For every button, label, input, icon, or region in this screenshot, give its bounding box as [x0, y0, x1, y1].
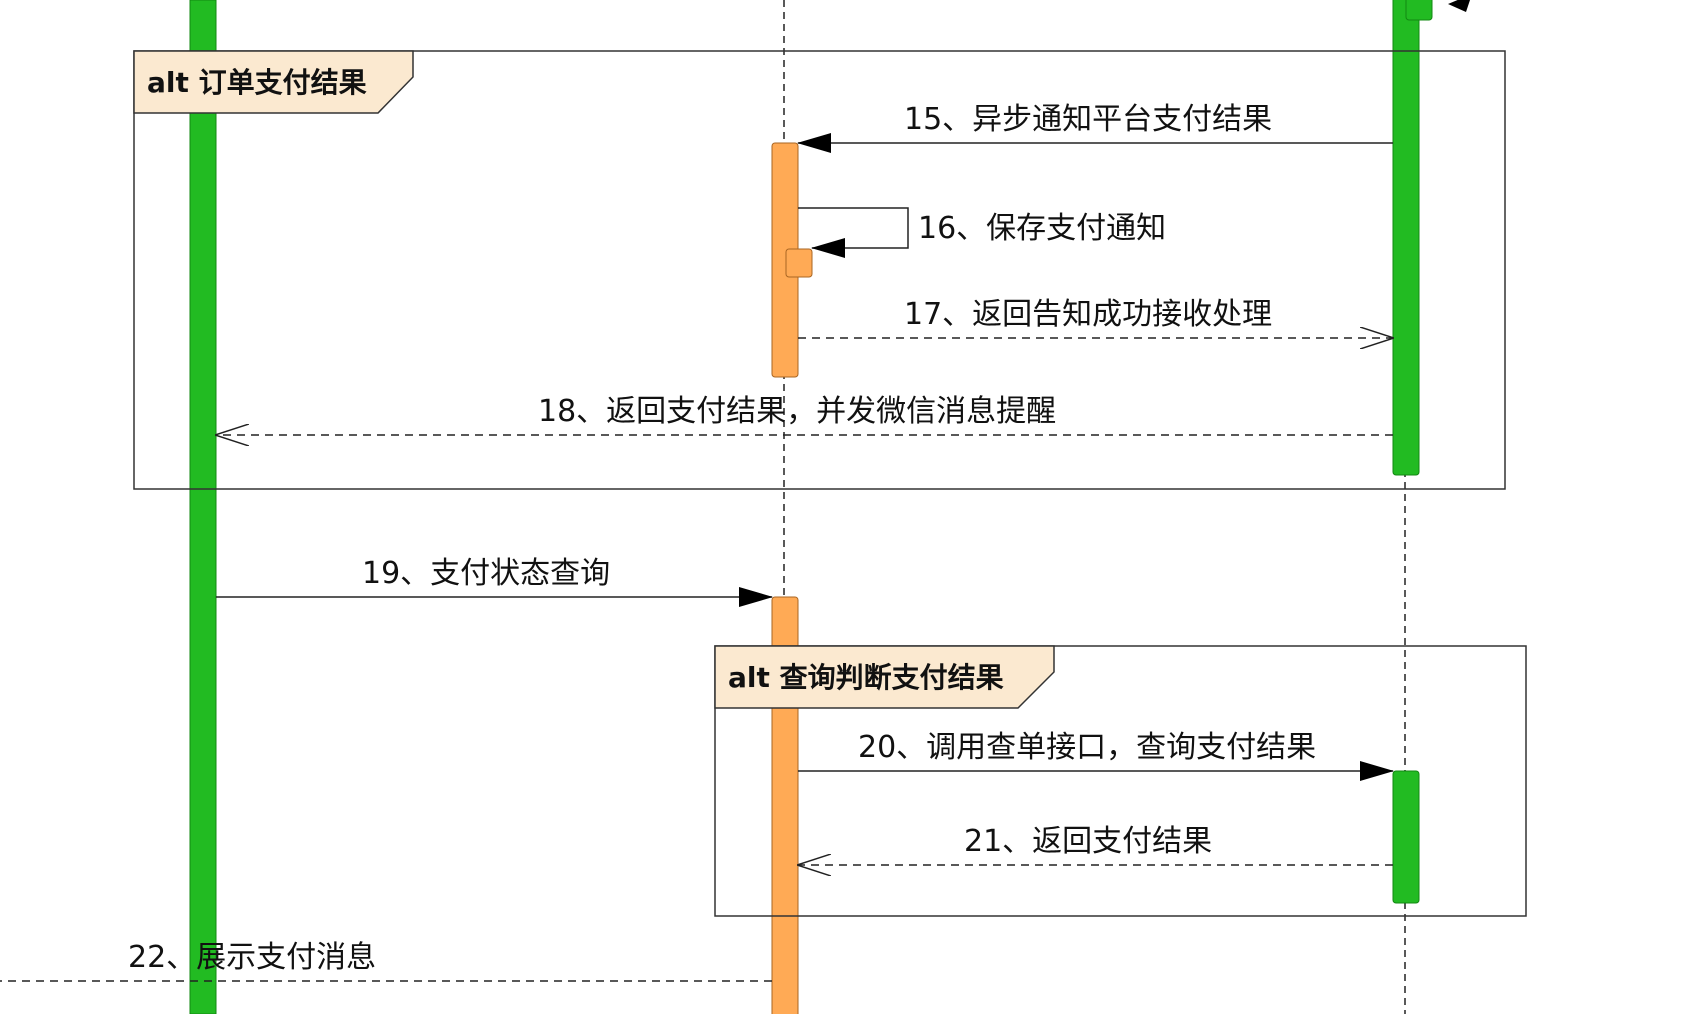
- message-arrowhead-offscreen: [1448, 0, 1470, 12]
- fragment-alt-tab: [714, 645, 1055, 709]
- message-label: 20、调用查单接口，查询支付结果: [858, 730, 1316, 765]
- message-label: 16、保存支付通知: [918, 211, 1166, 246]
- message-label: 22、展示支付消息: [128, 940, 376, 975]
- message-label: 17、返回告知成功接收处理: [904, 297, 1272, 332]
- message-label: 18、返回支付结果，并发微信消息提醒: [538, 394, 1056, 429]
- message-label: 21、返回支付结果: [964, 824, 1212, 859]
- fragment-alt-label: alt 订单支付结果: [147, 66, 367, 99]
- activation-bar-platform-self: [785, 248, 813, 278]
- activation-bar-payment-service-query: [1392, 770, 1420, 904]
- fragment-alt-label: alt 查询判断支付结果: [728, 661, 1004, 694]
- activation-bar-payment-service-self: [1405, 0, 1433, 21]
- fragment-alt-tab: [133, 50, 414, 114]
- message-arrow: [798, 207, 909, 258]
- fragment-alt-frame: [133, 50, 1506, 490]
- activation-bar-client: [189, 0, 217, 1014]
- message-label: 19、支付状态查询: [362, 556, 610, 591]
- fragment-alt-frame: [714, 645, 1527, 917]
- activation-bar-payment-service-top: [1392, 0, 1420, 476]
- message-label: 15、异步通知平台支付结果: [904, 102, 1272, 137]
